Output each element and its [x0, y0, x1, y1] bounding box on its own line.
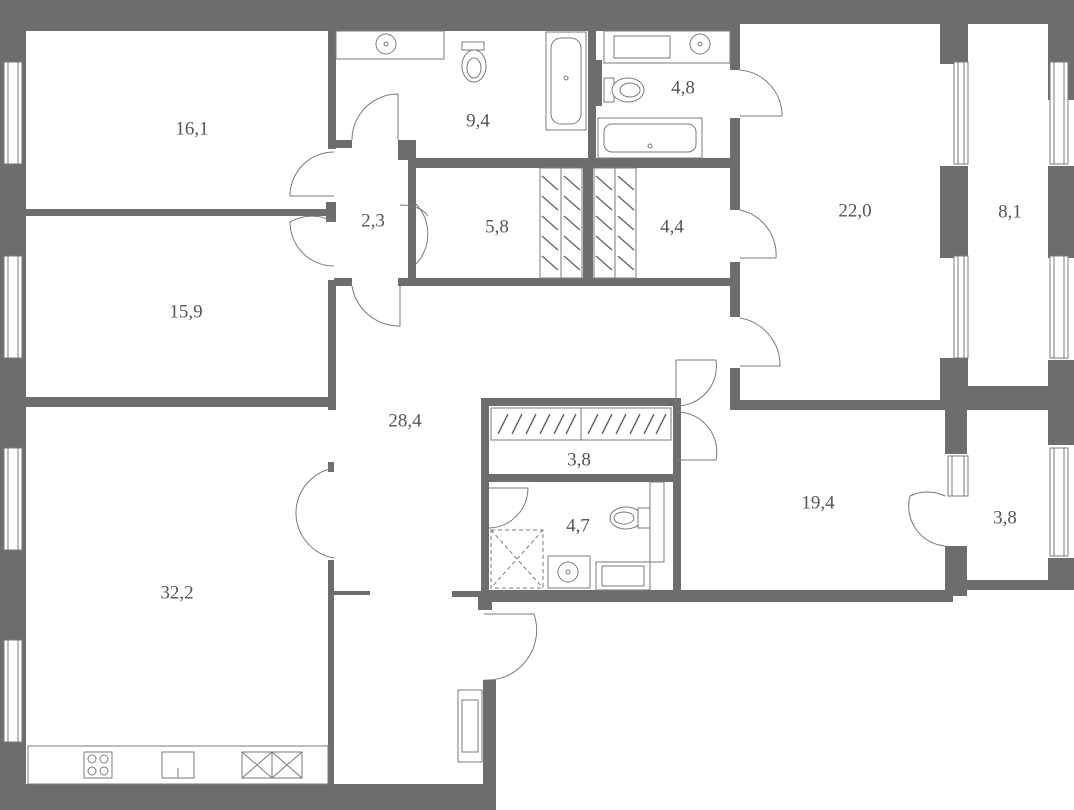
room-area-15-9: 15,9: [169, 301, 202, 322]
windows: [3, 61, 1069, 743]
sink-icon: [375, 33, 397, 55]
bathtub-icon: [545, 31, 587, 131]
doors: [289, 69, 946, 681]
washer-icon: [595, 561, 651, 591]
room-area-4-8: 4,8: [671, 77, 695, 98]
sink-icon-3: [557, 561, 579, 583]
stove-icon: [83, 751, 113, 779]
room-area-32-2: 32,2: [160, 582, 193, 603]
room-area-3-8-balcony: 3,8: [993, 507, 1017, 528]
fixtures: [27, 30, 731, 785]
room-area-3-8-closet: 3,8: [567, 449, 591, 470]
room-area-9-4: 9,4: [466, 110, 490, 131]
room-area-4-7: 4,7: [566, 515, 590, 536]
room-area-22-0: 22,0: [838, 200, 871, 221]
room-area-8-1: 8,1: [998, 201, 1022, 222]
room-area-4-4: 4,4: [660, 216, 684, 237]
toilet-icon-3: [609, 506, 643, 530]
room-area-2-3: 2,3: [361, 210, 385, 231]
toilet-icon: [461, 49, 487, 83]
room-area-19-4: 19,4: [801, 492, 835, 513]
bathtub-icon-2: [597, 117, 703, 159]
sink-icon-2: [689, 33, 711, 55]
room-labels: 16,1 9,4 4,8 2,3 5,8 4,4 22,0 8,1 15,9 2…: [160, 77, 1022, 603]
toilet-icon-2: [611, 77, 645, 103]
room-area-28-4: 28,4: [388, 410, 422, 431]
room-area-5-8: 5,8: [485, 216, 509, 237]
room-area-16-1: 16,1: [175, 118, 208, 139]
